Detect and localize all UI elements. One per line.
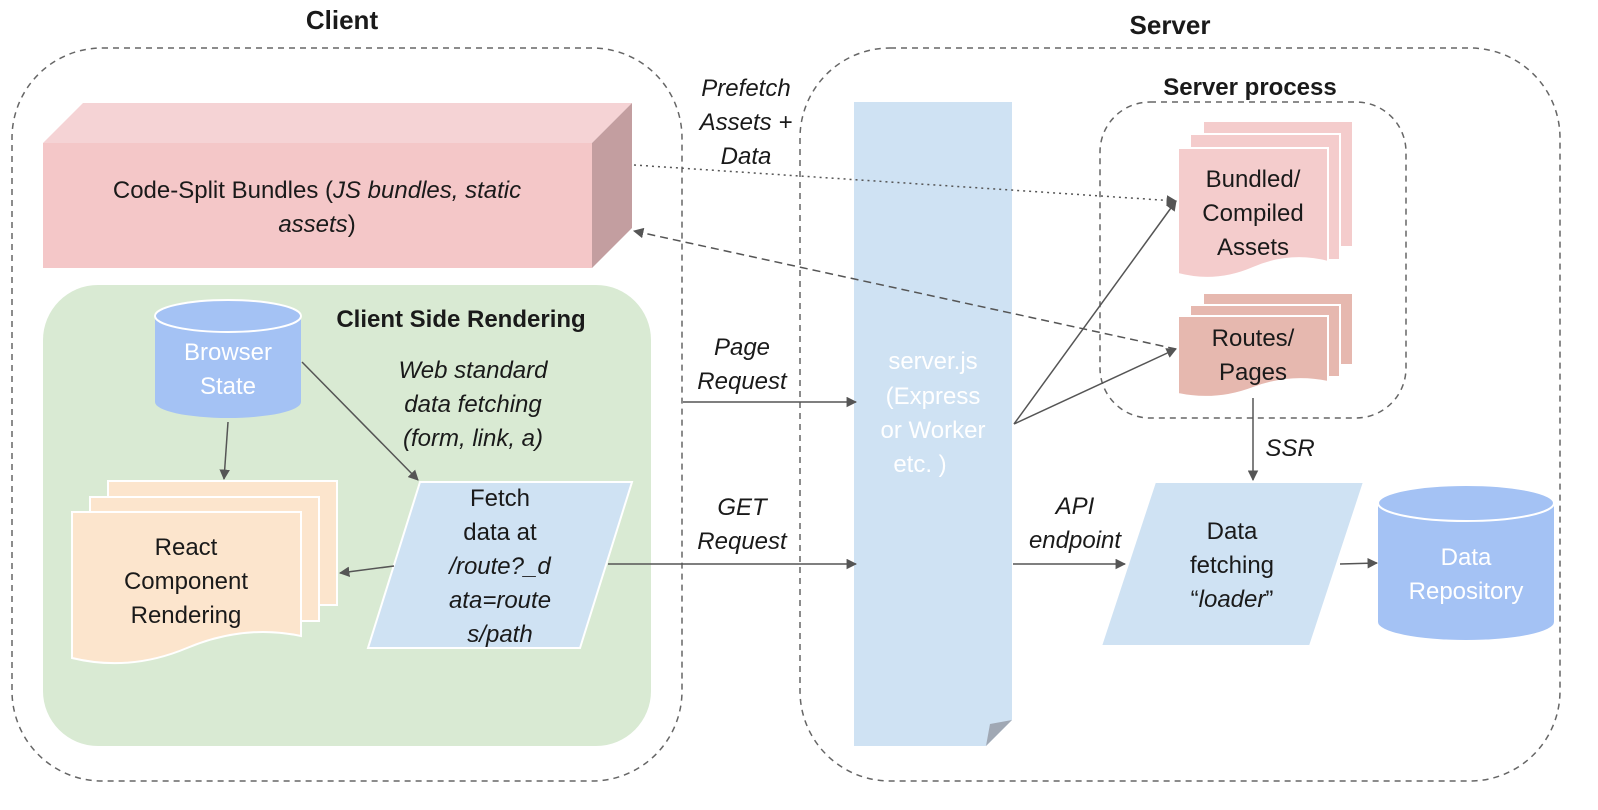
react-rendering-docs: React Component Rendering bbox=[71, 480, 338, 665]
prefetch-label-line1: Prefetch bbox=[701, 75, 790, 102]
bundle-front-face bbox=[43, 143, 592, 268]
bundled-doc-front bbox=[1177, 147, 1329, 279]
prefetch-dotted-arrow bbox=[633, 164, 1178, 206]
loader-quote-close: ” bbox=[1265, 586, 1273, 613]
web-standard-line1: Web standard bbox=[399, 357, 549, 384]
fetch-to-react-arrow bbox=[338, 565, 395, 577]
fetch-line3: /route?_d bbox=[447, 553, 551, 580]
react-doc-front bbox=[71, 511, 302, 665]
server-js-block: server.js (Express or Worker etc. ) bbox=[854, 102, 1012, 746]
bundled-line1: Bundled/ bbox=[1206, 166, 1301, 193]
server-js-line3: or Worker bbox=[881, 417, 986, 444]
prefetch-label-line3: Data bbox=[721, 143, 772, 170]
routes-to-bundles-dashed-arrow bbox=[632, 227, 1177, 350]
server-to-routes-arrow bbox=[1013, 348, 1177, 425]
bundle-label-plain-start: Code-Split Bundles ( bbox=[113, 177, 333, 204]
server-js-line1: server.js bbox=[888, 348, 977, 375]
loader-to-repository-arrow bbox=[1339, 558, 1379, 569]
server-js-line2: (Express bbox=[886, 383, 981, 410]
browser-state-line2: State bbox=[200, 373, 256, 400]
browser-state-line1: Browser bbox=[184, 339, 272, 366]
data-repository-cylinder: Data Repository bbox=[1377, 484, 1555, 640]
csr-title: Client Side Rendering bbox=[336, 306, 585, 333]
bundle-label-italic-start: JS bundles, static bbox=[332, 177, 521, 204]
server-to-bundled-arrow bbox=[1013, 200, 1177, 425]
repository-line2: Repository bbox=[1409, 578, 1524, 605]
bundled-assets-docs: Bundled/ Compiled Assets bbox=[1177, 120, 1354, 279]
get-request-label-line2: Request bbox=[697, 528, 788, 555]
code-split-bundles-box: Code-Split Bundles (JS bundles, static a… bbox=[43, 103, 632, 268]
server-js-shape bbox=[854, 102, 1012, 746]
loader-line3: “loader” bbox=[1191, 586, 1274, 613]
repository-top bbox=[1377, 484, 1555, 522]
server-js-line4: etc. ) bbox=[893, 451, 946, 478]
server-title: Server bbox=[1130, 10, 1211, 40]
data-fetching-loader: Data fetching “loader” bbox=[1099, 481, 1366, 647]
routes-line2: Pages bbox=[1219, 359, 1287, 386]
bundle-label-plain-end: ) bbox=[348, 211, 356, 238]
server-js-fold bbox=[986, 720, 1012, 746]
routes-pages-docs: Routes/ Pages bbox=[1177, 292, 1354, 398]
repository-body bbox=[1378, 503, 1554, 640]
bundled-line3: Assets bbox=[1217, 234, 1289, 261]
loader-line2: fetching bbox=[1190, 552, 1274, 579]
web-standard-line2: data fetching bbox=[404, 391, 542, 418]
loader-line1: Data bbox=[1207, 518, 1258, 545]
fetch-line4: ata=route bbox=[449, 587, 551, 614]
api-endpoint-label-line2: endpoint bbox=[1029, 527, 1122, 554]
routes-doc-front bbox=[1177, 315, 1329, 398]
repository-line1: Data bbox=[1441, 544, 1492, 571]
bundle-label-line2: assets) bbox=[278, 211, 355, 238]
server-process-title: Server process bbox=[1163, 74, 1336, 101]
api-endpoint-label-line1: API bbox=[1054, 493, 1095, 520]
routes-line1: Routes/ bbox=[1212, 325, 1295, 352]
web-standard-line3: (form, link, a) bbox=[403, 425, 543, 452]
browser-state-top bbox=[154, 299, 302, 333]
fetch-shape bbox=[366, 481, 634, 649]
browser-state-cylinder: Browser State bbox=[154, 299, 302, 418]
loader-quote-open: “ bbox=[1191, 586, 1199, 613]
browser-state-to-react-arrow bbox=[219, 421, 230, 481]
fetch-line5: s/path bbox=[467, 621, 532, 648]
react-line3: Rendering bbox=[131, 602, 242, 629]
page-request-label-line1: Page bbox=[714, 334, 770, 361]
bundle-side-face bbox=[592, 103, 632, 268]
ssr-label: SSR bbox=[1265, 435, 1314, 462]
prefetch-label-line2: Assets + bbox=[698, 109, 793, 136]
bundle-top-face bbox=[43, 103, 632, 143]
fetch-line1: Fetch bbox=[470, 485, 530, 512]
client-title: Client bbox=[306, 5, 379, 35]
loader-shape bbox=[1099, 481, 1366, 647]
server-boundary bbox=[799, 47, 1561, 782]
browser-state-body bbox=[155, 316, 301, 418]
client-boundary bbox=[11, 47, 683, 782]
server-process-boundary bbox=[1099, 101, 1407, 419]
page-request-label-line2: Request bbox=[697, 368, 788, 395]
get-request-label-line1: GET bbox=[717, 494, 769, 521]
react-line2: Component bbox=[124, 568, 248, 595]
bundled-line2: Compiled bbox=[1202, 200, 1303, 227]
react-line1: React bbox=[155, 534, 218, 561]
bundle-label-italic-end: assets bbox=[278, 211, 347, 238]
fetch-line2: data at bbox=[463, 519, 537, 546]
fetch-data-parallelogram: Fetch data at /route?_d ata=route s/path bbox=[366, 481, 634, 649]
bundle-label-line1: Code-Split Bundles (JS bundles, static bbox=[113, 177, 521, 204]
loader-italic: loader bbox=[1199, 586, 1267, 613]
browser-state-to-fetch-arrow bbox=[301, 361, 419, 481]
